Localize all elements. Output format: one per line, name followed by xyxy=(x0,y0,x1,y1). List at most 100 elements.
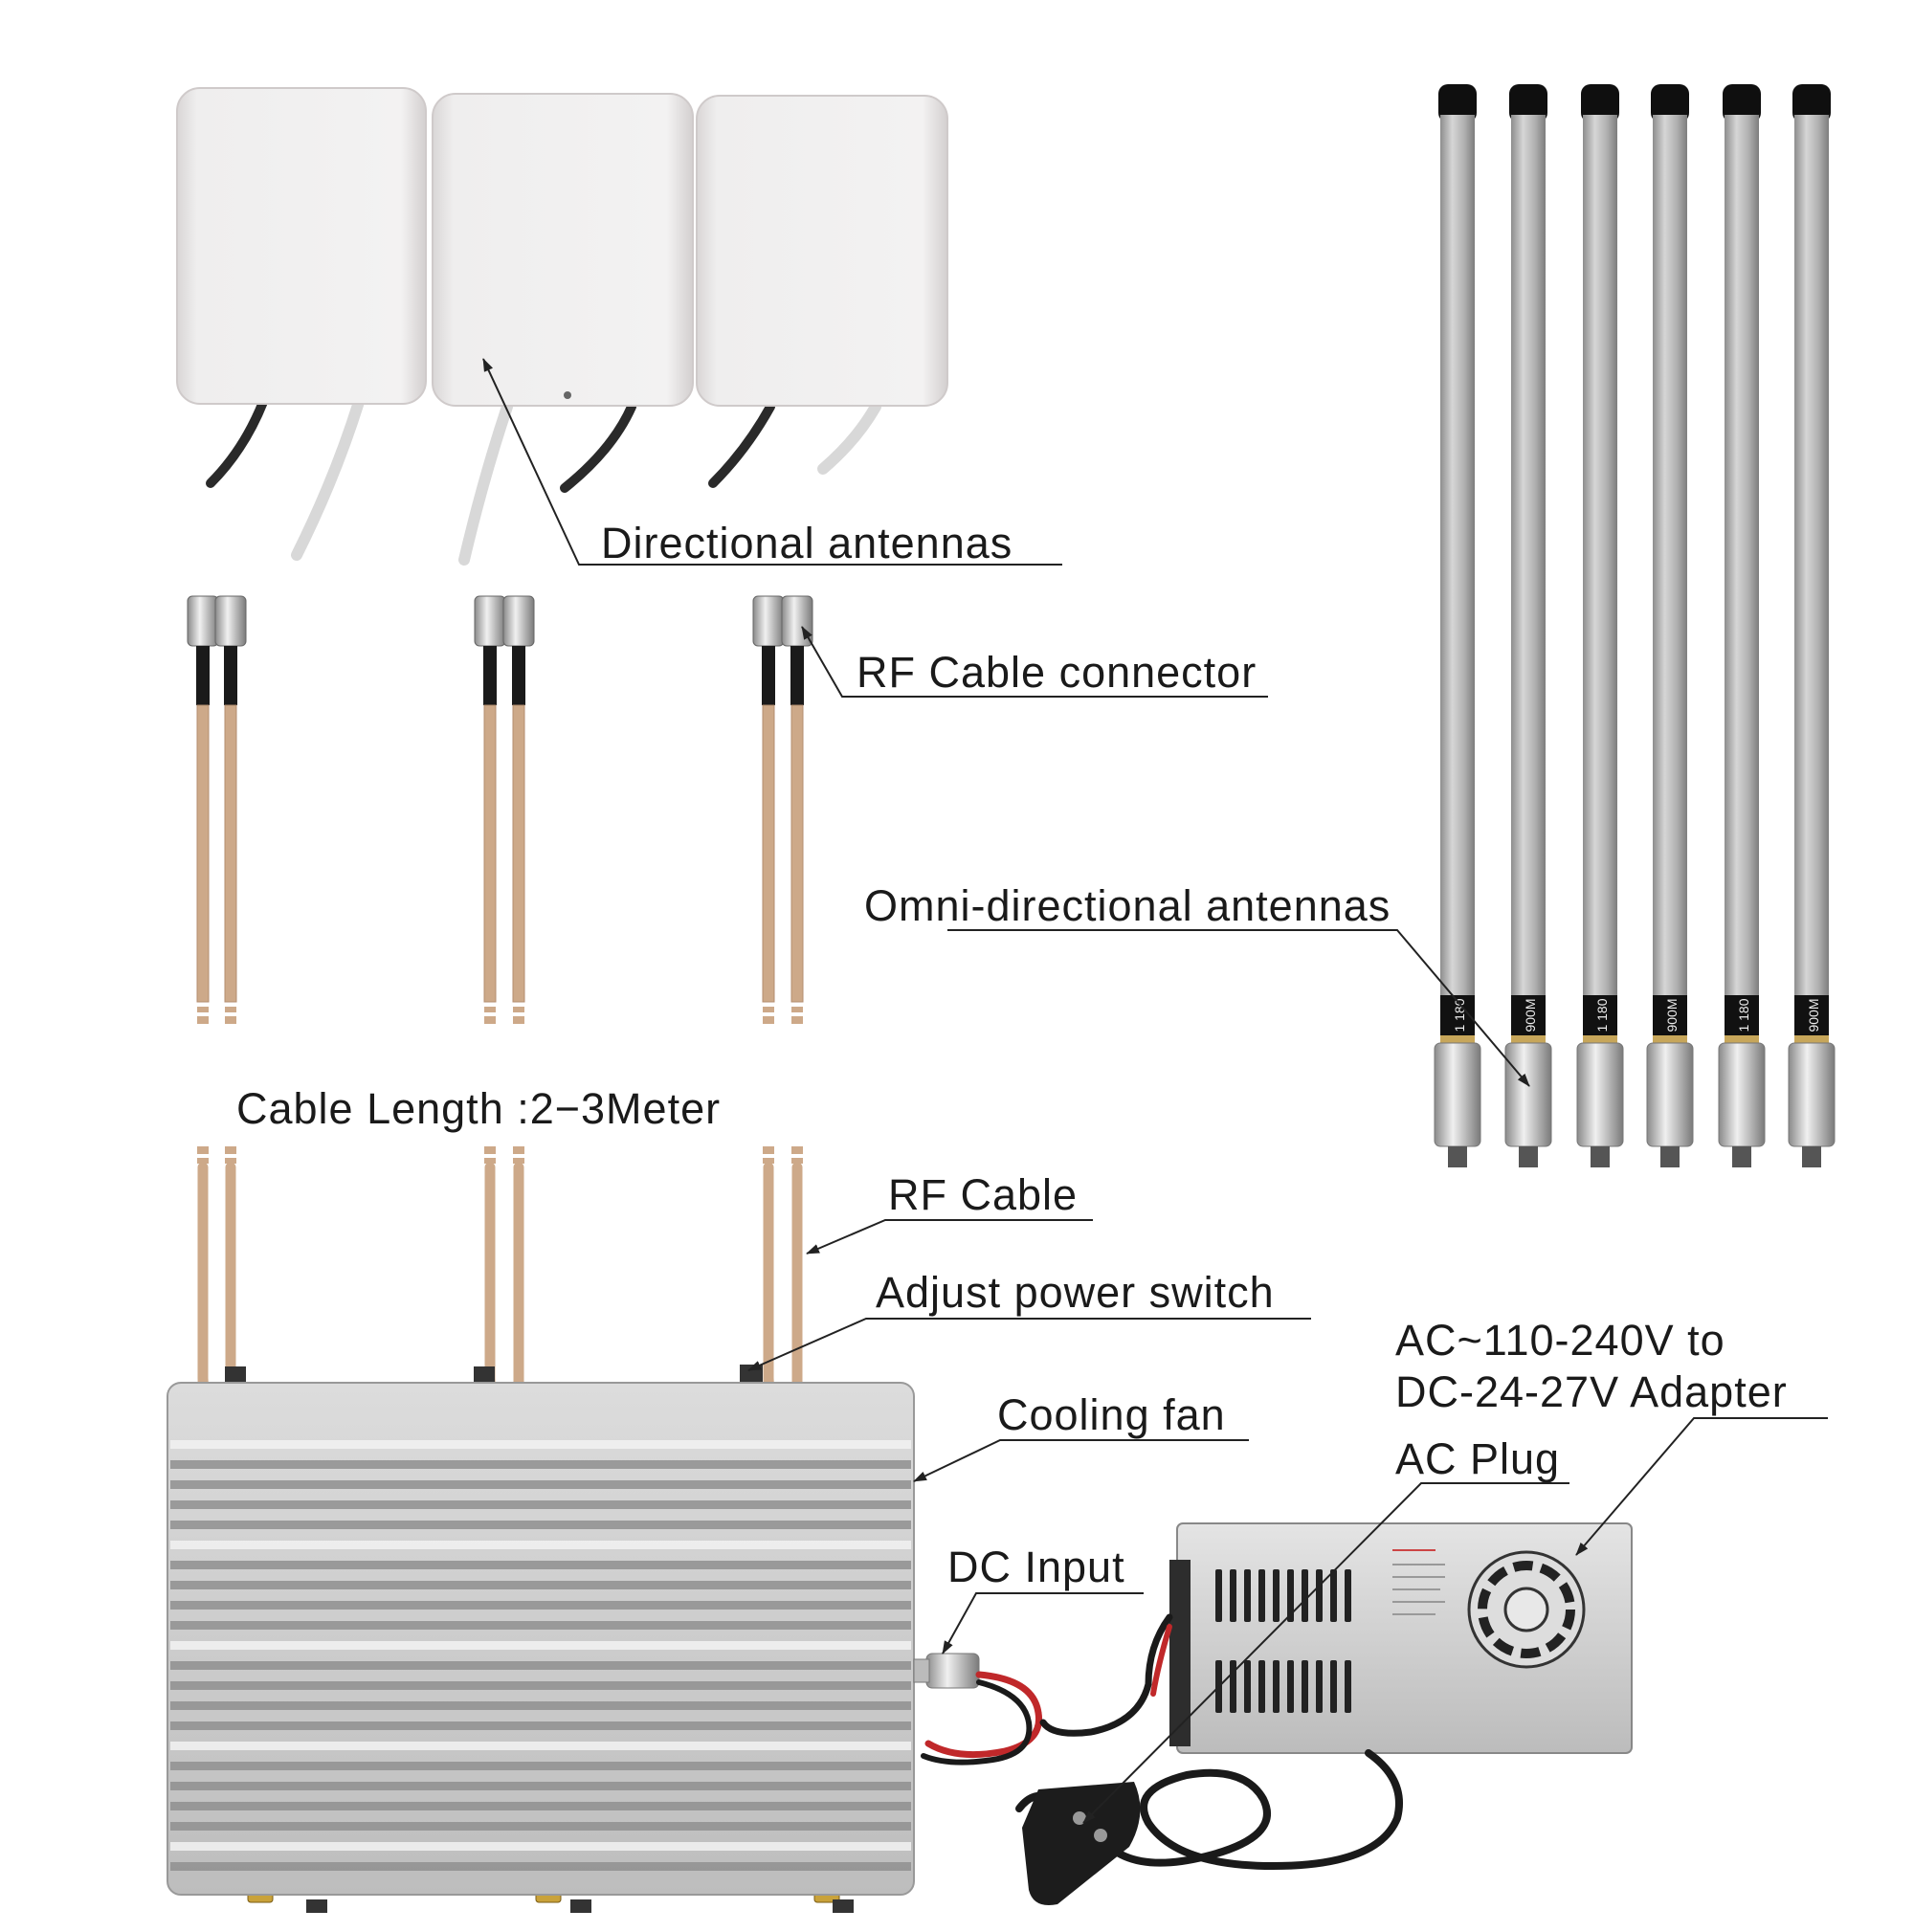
directional-antenna-panel xyxy=(176,87,427,405)
rf-cable-connector xyxy=(187,595,219,1024)
heatsink-fin xyxy=(170,1561,911,1569)
antenna-tag: 900M xyxy=(1806,998,1821,1032)
rf-cable-upper xyxy=(790,704,804,1003)
heatsink-fin xyxy=(170,1641,911,1650)
psu-vent-slot xyxy=(1345,1569,1351,1622)
rf-cable-break xyxy=(197,1146,209,1154)
rf-cable-break xyxy=(225,1158,236,1164)
rf-cable-upper xyxy=(224,704,237,1003)
label-rf-cable-connector: RF Cable connector xyxy=(857,648,1257,697)
jammer-box xyxy=(167,1365,980,1913)
label-directional-antennas: Directional antennas xyxy=(601,519,1013,567)
antenna-cap xyxy=(1509,84,1547,122)
connector-nut xyxy=(502,595,535,647)
omni-antenna: 1 180 xyxy=(1576,84,1624,1167)
psu-terminal-block xyxy=(1169,1560,1191,1746)
psu-vent-slot xyxy=(1215,1569,1222,1622)
omni-antenna: 900M xyxy=(1788,84,1836,1167)
heatsink-fin xyxy=(170,1681,911,1690)
antenna-pole xyxy=(1511,115,1546,1010)
psu-warning-label xyxy=(1392,1549,1445,1615)
antenna-gold-ring xyxy=(1653,1035,1687,1045)
leader-rf-cable xyxy=(806,1219,1093,1255)
rf-cable-break xyxy=(513,1007,524,1012)
heatsink-fin xyxy=(170,1721,911,1730)
rf-cable-break xyxy=(763,1016,774,1024)
psu-vent-slot xyxy=(1287,1660,1294,1713)
heatsink-fin xyxy=(170,1480,911,1489)
antenna-tag: 900M xyxy=(1664,998,1680,1032)
heatsink-fin xyxy=(170,1842,911,1851)
rf-cable-break xyxy=(484,1007,496,1012)
power-supply-adapter xyxy=(1169,1522,1633,1754)
rf-cable-break xyxy=(763,1007,774,1012)
leader-rf-cable-connector xyxy=(801,626,1268,698)
antenna-pole xyxy=(1794,115,1829,1010)
psu-fan xyxy=(1467,1550,1586,1669)
heatsink-fin xyxy=(170,1802,911,1810)
antenna-gold-ring xyxy=(1583,1035,1617,1045)
label-ac-plug: AC Plug xyxy=(1395,1434,1561,1483)
antenna-base xyxy=(1788,1042,1836,1147)
heatsink-fin xyxy=(170,1581,911,1589)
directional-antenna-panel xyxy=(432,93,694,407)
rf-cable-break xyxy=(791,1007,803,1012)
antenna-gold-ring xyxy=(1794,1035,1829,1045)
rf-cable-break xyxy=(197,1016,209,1024)
psu-vent-slot xyxy=(1345,1660,1351,1713)
rf-cable-connector xyxy=(474,595,506,1024)
antenna-stub xyxy=(1519,1146,1538,1167)
heatsink-fin xyxy=(170,1661,911,1670)
rf-cable-break xyxy=(513,1158,524,1164)
connector-nut xyxy=(474,595,506,647)
psu-vent-slot xyxy=(1273,1569,1280,1622)
omni-antenna: 1 180 xyxy=(1434,84,1481,1167)
connector-sleeve xyxy=(483,646,497,705)
leader-directional-antennas xyxy=(482,358,1062,566)
antenna-pole xyxy=(1725,115,1759,1010)
connector-nut xyxy=(187,595,219,647)
antenna-pole xyxy=(1583,115,1617,1010)
rf-cable-break xyxy=(763,1158,774,1164)
heatsink-fin xyxy=(170,1460,911,1469)
psu-vent-slot xyxy=(1302,1569,1308,1622)
rf-cable-break xyxy=(484,1016,496,1024)
heatsink-fin xyxy=(170,1701,911,1710)
antenna-base xyxy=(1646,1042,1694,1147)
omni-antenna: 900M xyxy=(1646,84,1694,1167)
connector-sleeve xyxy=(224,646,237,705)
omni-antenna: 1 180 xyxy=(1718,84,1766,1167)
antenna-stub xyxy=(1802,1146,1821,1167)
heatsink-body xyxy=(167,1382,915,1896)
antenna-cap xyxy=(1438,84,1477,122)
antenna-band xyxy=(1653,995,1687,1035)
label-adapter-line2: DC-24-27V Adapter xyxy=(1395,1367,1788,1416)
antenna-gold-ring xyxy=(1725,1035,1759,1045)
antenna-band xyxy=(1583,995,1617,1035)
psu-vent-slot xyxy=(1287,1569,1294,1622)
antenna-tag: 1 180 xyxy=(1594,998,1610,1032)
antenna-cap xyxy=(1651,84,1689,122)
rf-cable-break xyxy=(791,1016,803,1024)
psu-vent-slot xyxy=(1244,1569,1251,1622)
psu-vent-slot xyxy=(1330,1660,1337,1713)
rf-cable-path xyxy=(763,1162,797,1422)
directional-antenna-cables xyxy=(206,396,881,566)
psu-vent-slot xyxy=(1258,1660,1265,1713)
rf-cable-break xyxy=(791,1146,803,1154)
heatsink-fin xyxy=(170,1521,911,1529)
directional-antenna-panels xyxy=(176,87,948,566)
antenna-base xyxy=(1718,1042,1766,1147)
box-foot xyxy=(833,1899,854,1913)
rf-cable-connector xyxy=(214,595,247,1024)
label-cooling-fan: Cooling fan xyxy=(997,1390,1226,1439)
connector-nut xyxy=(752,595,785,647)
leader-omni-antennas xyxy=(947,929,1530,1087)
psu-vent-slot xyxy=(1273,1660,1280,1713)
rf-cable-break xyxy=(791,1158,803,1164)
heatsink-fin xyxy=(170,1541,911,1549)
antenna-cap xyxy=(1723,84,1761,122)
leader-adjust-power-switch xyxy=(747,1318,1311,1371)
